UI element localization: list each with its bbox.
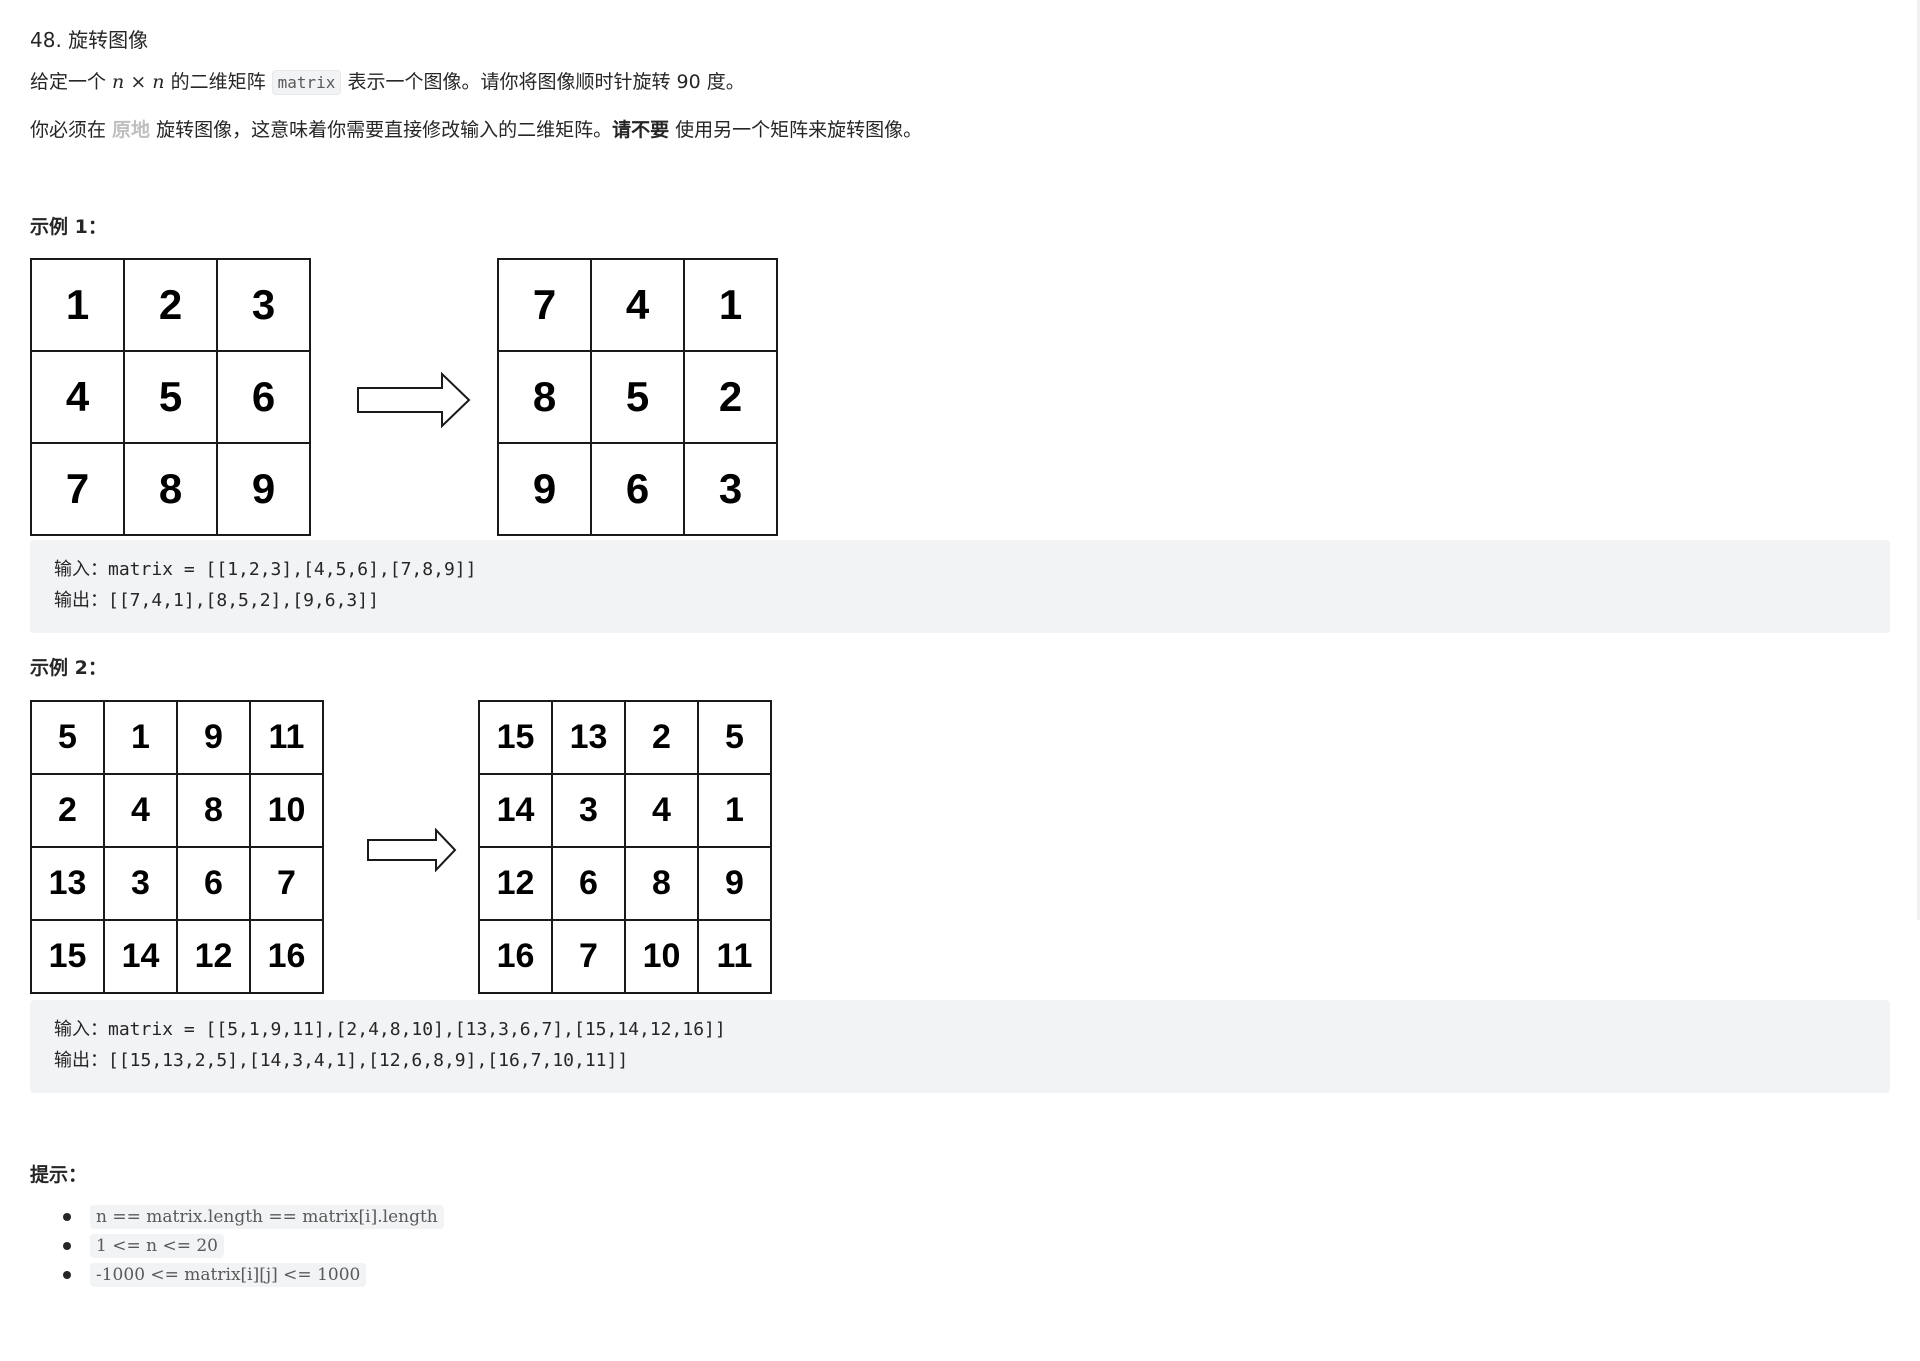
example2-input-matrix: 5 1 9 11 2 4 8 10 13 3 6 7 15 14 12 16 xyxy=(30,700,324,994)
var-n: n xyxy=(112,71,125,93)
matrix-cell: 12 xyxy=(480,848,553,921)
matrix-cell: 3 xyxy=(553,775,626,848)
desc-text: 旋转图像，这意味着你需要直接修改输入的二维矩阵。 xyxy=(150,119,613,141)
matrix-cell: 16 xyxy=(480,921,553,994)
constraint-code: 1 <= n <= 20 xyxy=(90,1234,224,1258)
example1-code-block: 输入：matrix = [[1,2,3],[4,5,6],[7,8,9]] 输出：… xyxy=(30,540,1890,633)
times-sign: × xyxy=(124,71,153,93)
matrix-cell: 5 xyxy=(32,702,105,775)
matrix-cell: 13 xyxy=(32,848,105,921)
list-item: 1 <= n <= 20 xyxy=(63,1231,444,1260)
list-item: n == matrix.length == matrix[i].length xyxy=(63,1202,444,1231)
matrix-cell: 8 xyxy=(178,775,251,848)
matrix-cell: 7 xyxy=(32,444,125,536)
in-place-link[interactable]: 原地 xyxy=(112,119,151,141)
matrix-cell: 2 xyxy=(125,260,218,352)
example1-input-matrix: 1 2 3 4 5 6 7 8 9 xyxy=(30,258,311,536)
matrix-cell: 1 xyxy=(32,260,125,352)
matrix-cell: 4 xyxy=(626,775,699,848)
example2-heading: 示例 2： xyxy=(30,657,107,679)
matrix-cell: 14 xyxy=(105,921,178,994)
list-item: -1000 <= matrix[i][j] <= 1000 xyxy=(63,1260,444,1289)
desc-text: 给定一个 xyxy=(30,71,113,93)
matrix-cell: 8 xyxy=(125,444,218,536)
scrollbar-track[interactable] xyxy=(1917,0,1920,920)
matrix-cell: 1 xyxy=(685,260,778,352)
right-arrow-icon xyxy=(367,828,457,872)
matrix-cell: 3 xyxy=(218,260,311,352)
example1-heading: 示例 1： xyxy=(30,216,107,238)
matrix-cell: 11 xyxy=(699,921,772,994)
matrix-cell: 9 xyxy=(499,444,592,536)
matrix-cell: 2 xyxy=(626,702,699,775)
matrix-cell: 2 xyxy=(685,352,778,444)
inline-code-matrix: matrix xyxy=(271,70,342,95)
constraints-list: n == matrix.length == matrix[i].length 1… xyxy=(63,1202,444,1289)
var-n: n xyxy=(152,71,165,93)
matrix-cell: 5 xyxy=(592,352,685,444)
desc-text: 你必须在 xyxy=(30,119,113,141)
matrix-cell: 1 xyxy=(699,775,772,848)
problem-requirement: 你必须在 原地 旋转图像，这意味着你需要直接修改输入的二维矩阵。请不要 使用另一… xyxy=(30,116,922,144)
matrix-cell: 7 xyxy=(251,848,324,921)
matrix-cell: 4 xyxy=(105,775,178,848)
problem-title: 48. 旋转图像 xyxy=(30,28,149,52)
matrix-cell: 8 xyxy=(626,848,699,921)
matrix-cell: 4 xyxy=(32,352,125,444)
matrix-cell: 1 xyxy=(105,702,178,775)
matrix-cell: 6 xyxy=(178,848,251,921)
matrix-cell: 16 xyxy=(251,921,324,994)
matrix-cell: 5 xyxy=(699,702,772,775)
matrix-cell: 7 xyxy=(499,260,592,352)
matrix-cell: 5 xyxy=(125,352,218,444)
problem-description: 给定一个 n × n 的二维矩阵 matrix 表示一个图像。请你将图像顺时针旋… xyxy=(30,68,745,97)
example2-output-line: 输出：[[15,13,2,5],[14,3,4,1],[12,6,8,9],[1… xyxy=(54,1050,629,1071)
matrix-cell: 15 xyxy=(32,921,105,994)
constraint-code: -1000 <= matrix[i][j] <= 1000 xyxy=(90,1263,367,1287)
desc-text: 的二维矩阵 xyxy=(164,71,272,93)
matrix-cell: 6 xyxy=(592,444,685,536)
matrix-cell: 3 xyxy=(685,444,778,536)
example2-code-block: 输入：matrix = [[5,1,9,11],[2,4,8,10],[13,3… xyxy=(30,1000,1890,1093)
tips-heading: 提示： xyxy=(30,1164,88,1186)
matrix-cell: 6 xyxy=(218,352,311,444)
matrix-cell: 10 xyxy=(626,921,699,994)
matrix-cell: 9 xyxy=(218,444,311,536)
matrix-cell: 12 xyxy=(178,921,251,994)
matrix-cell: 15 xyxy=(480,702,553,775)
desc-text: 使用另一个矩阵来旋转图像。 xyxy=(669,119,923,141)
constraint-code: n == matrix.length == matrix[i].length xyxy=(90,1205,444,1229)
example1-input-line: 输入：matrix = [[1,2,3],[4,5,6],[7,8,9]] xyxy=(54,559,477,580)
matrix-cell: 9 xyxy=(699,848,772,921)
matrix-cell: 14 xyxy=(480,775,553,848)
right-arrow-icon xyxy=(357,372,471,428)
emphasis-text: 请不要 xyxy=(612,119,670,141)
example2-input-line: 输入：matrix = [[5,1,9,11],[2,4,8,10],[13,3… xyxy=(54,1019,726,1040)
matrix-cell: 7 xyxy=(553,921,626,994)
matrix-cell: 10 xyxy=(251,775,324,848)
matrix-cell: 8 xyxy=(499,352,592,444)
example1-output-matrix: 7 4 1 8 5 2 9 6 3 xyxy=(497,258,778,536)
matrix-cell: 9 xyxy=(178,702,251,775)
example1-output-line: 输出：[[7,4,1],[8,5,2],[9,6,3]] xyxy=(54,590,379,611)
matrix-cell: 4 xyxy=(592,260,685,352)
example2-output-matrix: 15 13 2 5 14 3 4 1 12 6 8 9 16 7 10 11 xyxy=(478,700,772,994)
desc-text: 表示一个图像。请你将图像顺时针旋转 90 度。 xyxy=(341,71,745,93)
matrix-cell: 13 xyxy=(553,702,626,775)
matrix-cell: 3 xyxy=(105,848,178,921)
matrix-cell: 6 xyxy=(553,848,626,921)
matrix-cell: 11 xyxy=(251,702,324,775)
matrix-cell: 2 xyxy=(32,775,105,848)
